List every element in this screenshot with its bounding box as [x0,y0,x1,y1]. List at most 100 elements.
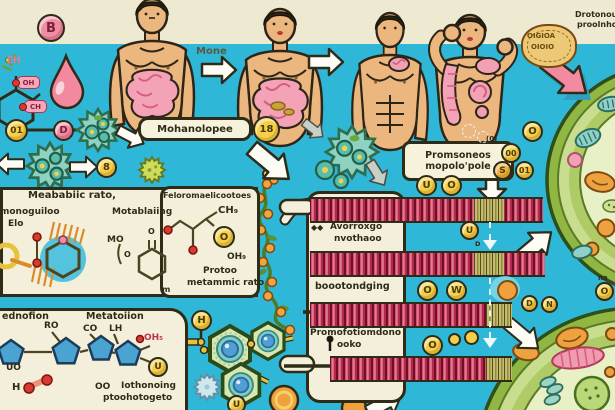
cell-bottom-right [483,307,615,410]
membrane-panel-icons [278,198,352,374]
badge-oo-right: 00 [501,143,521,163]
ch-pill: CH [24,100,47,113]
mem-row3-label-b: ooko [337,340,362,350]
eh-label: EH [7,56,21,66]
badge-u-mid: U [416,175,437,196]
badge-n-row3: N [541,296,558,313]
metabolite-label: Mohanolopee [157,123,233,135]
oh5-label: OH₅ [144,333,164,343]
mem-row1-label-b: nvothaoo [334,234,382,244]
membrane-row-4 [330,356,486,382]
feloro-title: Feloromaelicootoes [163,191,252,200]
lh-label: LH [109,324,123,334]
metabolic-sub2: Elo [8,219,24,229]
microbe-center [324,124,380,180]
badge-u-row: U [460,221,479,240]
note-line2: proolnho [577,20,615,29]
badge-u-panel: U [148,357,168,377]
na-label: na [598,274,608,282]
badge-o-row4: O [422,335,443,356]
badge-o-edge: O [595,282,614,301]
oh-pill: OH [17,76,40,89]
oh-label: OH [22,78,35,87]
badge-01-right: 01 [515,161,534,180]
ch-label: CH [30,102,41,111]
mone-label: Mone [196,46,227,57]
mem-row1-label-a: Avorroxgo [330,222,383,232]
spiky-plant-icon [138,156,166,184]
diamonds-icon: ◆◆ [311,223,324,232]
badge-8: 8 [96,157,117,178]
oo-label: OO [95,382,111,392]
blob-line2: OIOIO [531,43,555,51]
blob-line1: OIGIOA [527,32,556,40]
man-1 [108,0,196,138]
red-dot [12,79,20,87]
metabolic-sub3: Motablaiing [112,207,173,217]
bottom-cap1: Iothonoing [121,381,176,391]
droplet-icon [49,52,85,110]
supplement-blob-ring [527,30,571,62]
transport-dash-1 [489,222,491,240]
membrane-protein-2 [474,251,504,277]
dashed-ring [462,124,476,138]
uo-label: UO [6,363,21,373]
cell-top-right [545,73,615,287]
man-4 [434,13,506,154]
membrane-row-2 [310,251,545,277]
badge-18: 18 [253,116,280,143]
microbe-left [25,141,75,191]
top-cream-band [0,0,615,44]
badge-o-feloro: O [213,226,235,248]
ro-label: RO [44,321,59,331]
microbe-top [75,107,121,153]
chem-bottom [0,331,151,394]
spiky-burst-icon [193,373,221,401]
o-small-label: O [124,250,131,259]
metabolite-label-box: Mohanolopee [138,117,252,141]
o-top-label: O [148,227,155,236]
membrane-protein-4 [486,356,512,382]
panel-feloro [160,186,260,298]
transport-arrowhead-1 [483,240,497,250]
badge-01-left: 01 [5,119,28,142]
metabolic-title: Meababiic rato, [28,190,116,201]
h-label: H [12,382,21,393]
small-dot [464,330,479,345]
mem-row2-label: boootondging [315,281,390,292]
transport-dash-2 [489,278,491,338]
note-line1: Drotonou [575,10,615,19]
badge-d-left: D [53,120,74,141]
membrane-row-3 [310,302,486,328]
man-2 [236,7,324,148]
dashed-ring [477,131,489,143]
badge-o-mid: O [441,175,462,196]
membrane-row-1 [310,197,543,223]
co-label: CO [83,324,98,334]
badge-u-bottom: U [227,395,246,410]
feloro-cap1: Protoo [203,266,237,276]
ch9-label: CH₉ [218,205,239,216]
mo-label: MO [107,235,124,245]
badge-o-top-right: O [522,121,543,142]
supplement-blob [521,24,577,68]
paren-zero-label: (0) [486,135,498,143]
badge-s-right: S [493,161,512,180]
badge-o-row2: O [417,280,438,301]
oh9-label: OH₉ [227,252,247,262]
badge-w-row2: W [446,280,467,301]
small-dot [448,333,461,346]
feloro-cap2: metammic rato [187,278,265,288]
chem-metabolic [0,221,167,288]
badge-h-mid: H [191,310,212,331]
m-label: m [162,285,171,294]
badge-d-row3: D [521,295,538,312]
badge-b: B [37,14,65,42]
metabolic-sub1: monoguiloo [0,207,60,217]
d-tiny-label: D [475,240,481,248]
bottom-cap2: ptoohotogeto [103,393,173,403]
chem-feloro [163,211,218,255]
transport-arrowhead-2 [483,338,497,348]
